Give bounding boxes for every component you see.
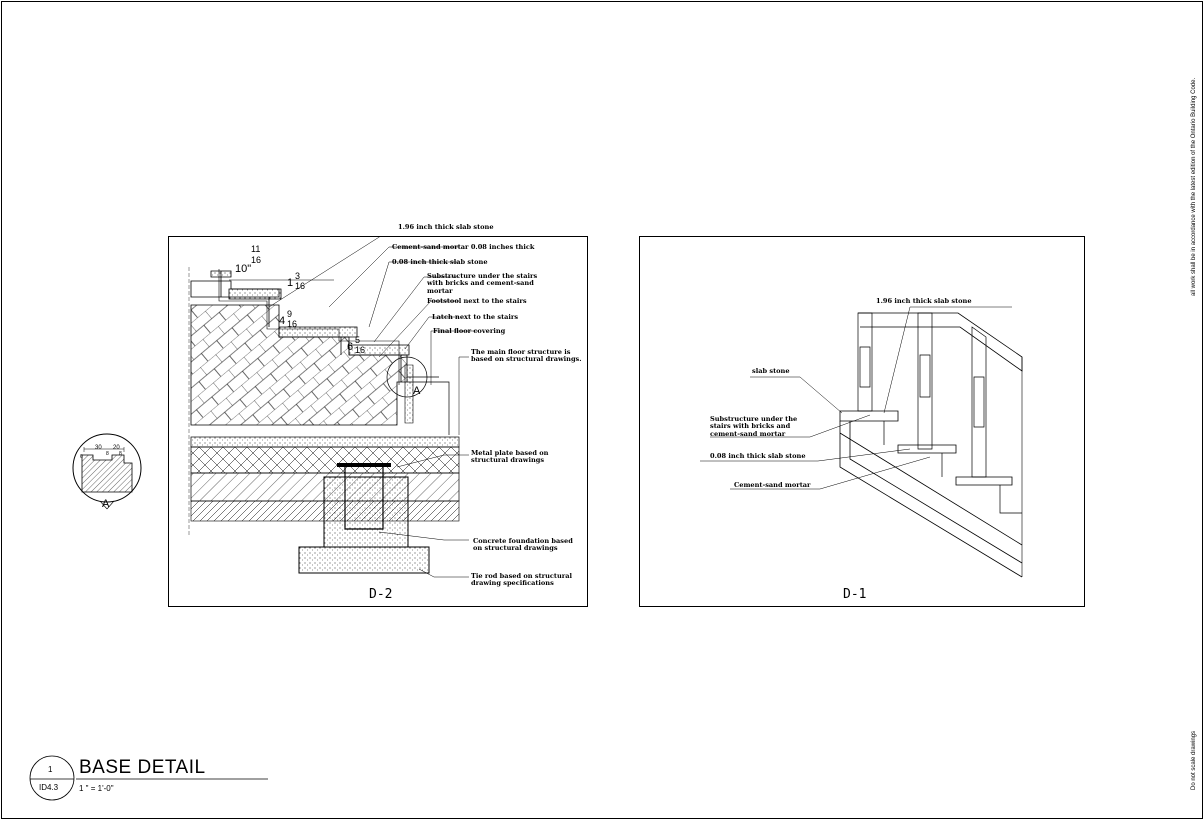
code-compliance-note: all work shall be in accordance with the… (1191, 77, 1197, 296)
d2-label-concrete-foundation: Concrete foundation based on structural … (473, 537, 573, 553)
d2-dim-tread: 10" (235, 263, 252, 275)
detail-a-dim-side: 6 (80, 454, 83, 460)
d2-label-tie-rod: Tie rod based on structural drawing spec… (471, 572, 572, 588)
d2-floor-slab (190, 436, 460, 448)
d2-foundation-column (323, 476, 409, 548)
d2-metal-plate (337, 463, 391, 467)
d2-label-slab-stone-196: 1.96 inch thick slab stone (398, 223, 494, 231)
d2-dim-d2-den: 16 (295, 281, 306, 291)
d2-step-tread-1 (228, 288, 282, 300)
d2-label-final-floor: Final floor covering (433, 327, 506, 335)
d2-label-substructure: Substructure under the stairs with brick… (427, 272, 538, 295)
d2-step-tread-3 (348, 344, 410, 356)
detail-a-dim-small-2: 8 (119, 451, 122, 457)
d2-leader-lines (268, 237, 479, 578)
d1-label-substructure: Substructure under the stairs with brick… (710, 415, 798, 438)
d2-label-main-floor: The main floor structure is based on str… (471, 348, 582, 364)
detail-a-dim-small-1: 8 (106, 451, 109, 457)
d1-label-slab-stone-196: 1.96 inch thick slab stone (876, 297, 972, 305)
d2-callout-marker: A (413, 385, 421, 397)
detail-d2-drawing (188, 237, 479, 578)
detail-d1-drawing (700, 306, 1023, 578)
d2-label-footstool: Footstool next to the stairs (427, 297, 527, 305)
title-block-sheet-ref: ID4.3 (39, 783, 59, 792)
d2-title: D-2 (369, 587, 393, 602)
d1-label-slab-stone-008: 0.08 inch thick slab stone (710, 452, 806, 460)
d2-dim-d3-num: 9 (287, 309, 293, 319)
title-block-number: 1 (48, 765, 53, 774)
d1-stringer (839, 421, 1023, 578)
d2-dim-d1-den: 16 (251, 255, 262, 265)
d1-balusters (857, 312, 987, 478)
d2-step-outer (218, 269, 400, 385)
d2-step-riser-edge (220, 271, 402, 382)
d2-dim-d4-int: 6 (347, 341, 354, 353)
d1-risers (883, 421, 1022, 514)
detail-d1-panel: 1.96 inch thick slab stone slab stone Su… (639, 236, 1085, 607)
d2-dim-d4-num: 5 (355, 335, 361, 345)
detail-a-marker: A (102, 498, 110, 510)
d2-brick-substructure (190, 304, 408, 426)
d2-step-tread-2 (278, 326, 358, 338)
d2-dim-d2-num: 3 (295, 271, 301, 281)
d2-label-metal-plate: Metal plate based on structural drawings (471, 449, 549, 465)
d2-dim-d3-den: 16 (287, 319, 298, 329)
d1-label-slab-stone: slab stone (752, 367, 790, 375)
d2-dim-d3-int: 4 (279, 315, 286, 327)
d2-foundation-footing (298, 546, 430, 574)
d1-label-cement-sand-mortar: Cement-sand mortar (734, 481, 811, 489)
title-block-title: BASE DETAIL (79, 757, 206, 778)
d2-label-mortar-008: Cement-sand mortar 0.08 inches thick (392, 243, 535, 251)
d2-tie-rod (344, 465, 384, 530)
d1-tread-1 (839, 410, 899, 422)
d1-handrail (858, 312, 1023, 372)
detail-a-dim-left: 30 (95, 445, 102, 451)
detail-a-dim-right: 20 (113, 445, 120, 451)
d2-dim-d1-num: 11 (251, 244, 261, 254)
d2-latch (404, 364, 414, 424)
no-scale-note: Do not scale drawings (1191, 730, 1197, 790)
title-block-scale: 1 " = 1'-0" (79, 784, 114, 793)
d1-leader-lines (700, 306, 1012, 490)
d2-dim-d4-den: 16 (355, 345, 366, 355)
d2-floor-xhatch (190, 446, 460, 474)
d2-label-latch: Latch next to the stairs (432, 313, 519, 321)
d1-tread-3 (955, 476, 1013, 486)
detail-d2-panel: 1.96 inch thick slab stone Cement-sand m… (168, 223, 588, 607)
d2-dim-d2-int: 1 (287, 277, 294, 289)
d2-label-slab-stone-008: 0.08 inch thick slab stone (392, 258, 488, 266)
d2-callout-circle (386, 356, 428, 398)
d1-title: D-1 (843, 587, 867, 602)
